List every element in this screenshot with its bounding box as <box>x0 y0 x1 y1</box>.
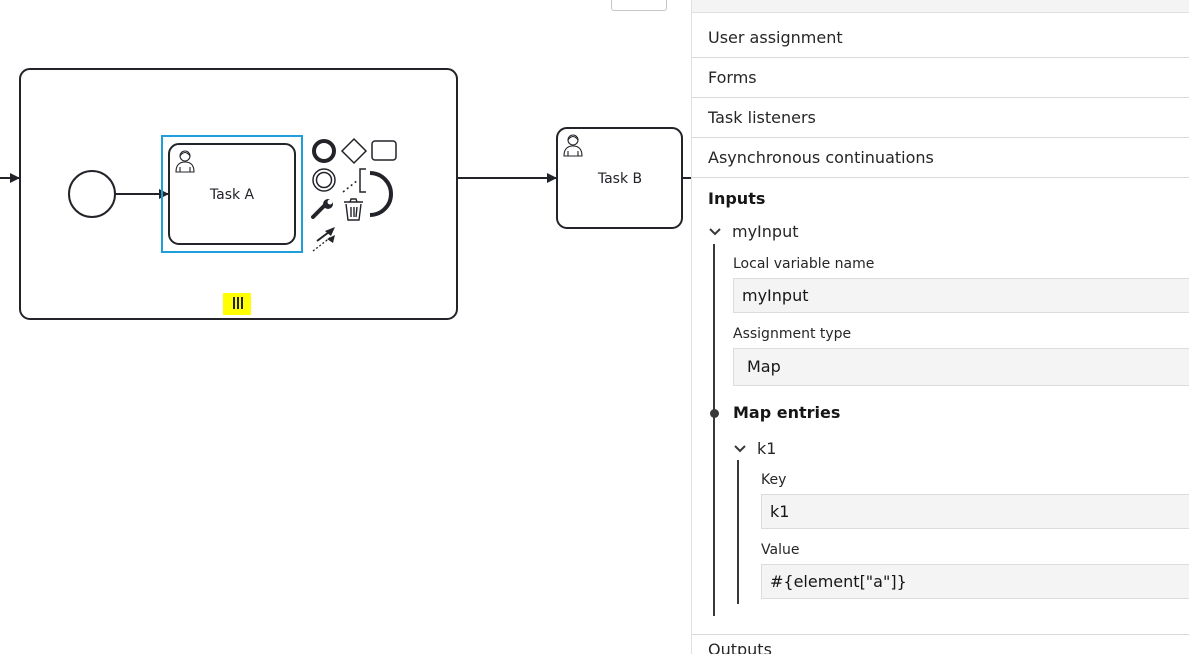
value-input[interactable]: #{element["a"]} <box>761 564 1189 599</box>
task-b-label: Task B <box>597 171 642 187</box>
map-entry-toggle[interactable]: k1 <box>733 439 776 458</box>
chevron-down-icon <box>734 444 746 452</box>
task-a-selection-outline <box>161 135 303 253</box>
trash-icon[interactable] <box>344 198 363 221</box>
inputs-section-title[interactable]: Inputs <box>708 189 766 208</box>
group-user-assignment[interactable]: User assignment <box>692 18 1189 58</box>
group-asynchronous-continuations[interactable]: Asynchronous continuations <box>692 138 1189 178</box>
canvas-toolbar-button[interactable] <box>611 0 667 11</box>
assignment-type-select[interactable]: Map <box>733 348 1189 386</box>
group-outputs[interactable]: Outputs <box>708 640 772 654</box>
input-item-guide-line <box>713 244 715 616</box>
bpmn-canvas[interactable]: Task A <box>0 0 691 654</box>
divider <box>692 634 1189 635</box>
task-a[interactable]: Task A <box>168 143 296 245</box>
intermediate-event-icon[interactable] <box>312 168 336 192</box>
multi-instance-marker-icon[interactable] <box>233 297 243 309</box>
task-b[interactable]: Task B <box>556 127 683 229</box>
key-label: Key <box>761 472 787 488</box>
diagram: Task A <box>0 68 691 320</box>
task-icon[interactable] <box>371 140 397 161</box>
local-variable-name-label: Local variable name <box>733 256 875 272</box>
context-pad <box>311 137 397 252</box>
map-entries-title[interactable]: Map entries <box>733 403 841 422</box>
key-input[interactable]: k1 <box>761 494 1189 529</box>
group-forms[interactable]: Forms <box>692 58 1189 98</box>
user-task-icon <box>563 134 583 157</box>
text-annotation-icon[interactable] <box>342 168 366 193</box>
local-variable-name-input[interactable]: myInput <box>733 278 1189 313</box>
user-task-icon <box>175 150 195 173</box>
end-event-icon[interactable] <box>312 139 336 163</box>
assignment-type-label: Assignment type <box>733 326 852 342</box>
gateway-icon[interactable] <box>340 137 368 165</box>
group-task-listeners[interactable]: Task listeners <box>692 98 1189 138</box>
panel-header-strip <box>692 0 1189 13</box>
loop-event-icon[interactable] <box>369 171 393 217</box>
value-label: Value <box>761 542 800 558</box>
map-entry-name: k1 <box>757 439 777 458</box>
map-entry-guide-line <box>737 460 739 604</box>
input-item-name: myInput <box>732 222 799 241</box>
input-item-toggle[interactable]: myInput <box>708 222 798 241</box>
properties-panel: User assignment Forms Task listeners Asy… <box>691 0 1189 654</box>
guide-dot <box>709 409 719 418</box>
chevron-down-icon <box>709 227 721 235</box>
task-a-label: Task A <box>209 187 255 203</box>
start-event[interactable] <box>68 170 116 218</box>
wrench-icon[interactable] <box>311 199 333 219</box>
